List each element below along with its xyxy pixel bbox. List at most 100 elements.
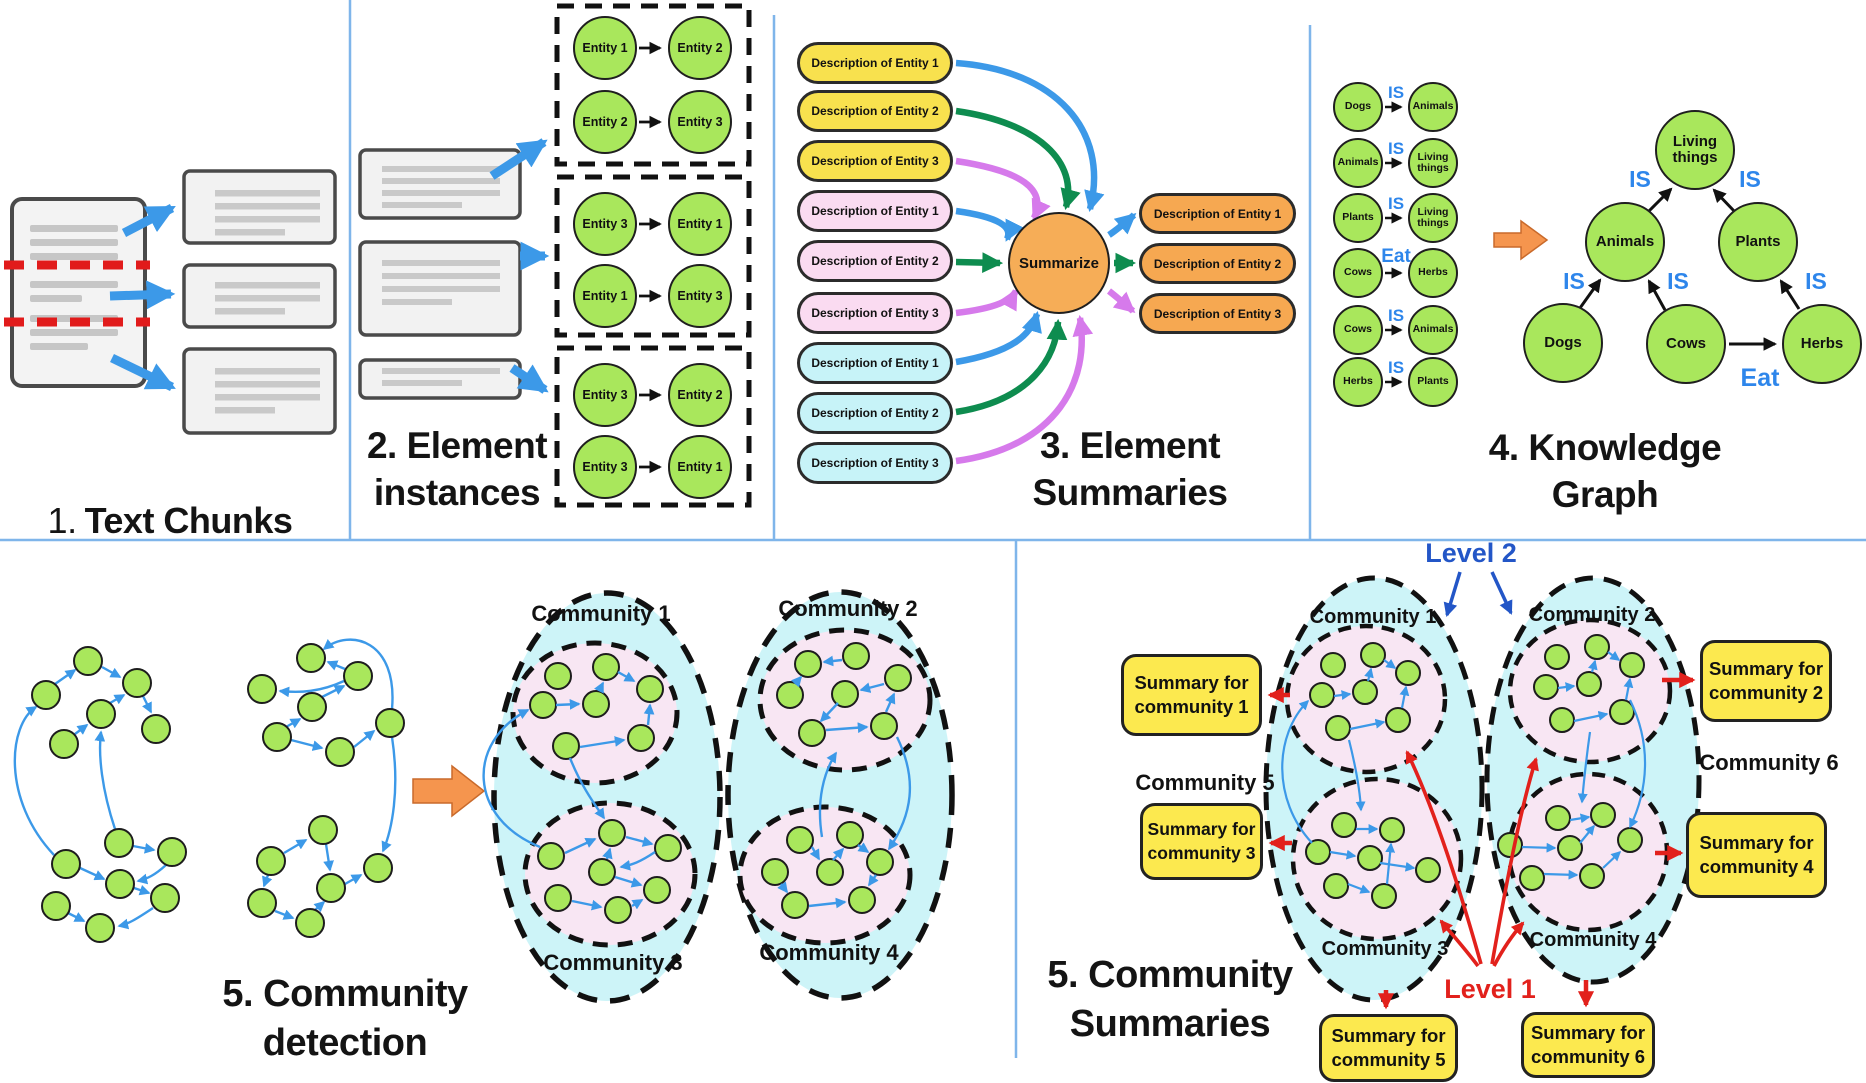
kg-pair-node: Animals <box>1333 138 1383 188</box>
kg-graph-node: Living things <box>1655 110 1735 190</box>
chunk-document-icons <box>182 169 337 435</box>
entity-description-pill: Description of Entity 1 <box>797 190 953 232</box>
community-label: Community 1 <box>1309 606 1437 628</box>
kg-pair-node: Animals <box>1408 82 1458 132</box>
kg-pair-node: Herbs <box>1408 248 1458 298</box>
community-label: Community 3 <box>543 950 683 975</box>
relation-label: IS <box>1387 83 1405 102</box>
entity-description-pill: Description of Entity 2 <box>797 90 953 132</box>
entity-description-pill: Description of Entity 1 <box>797 342 953 384</box>
community-summary-box: Summary for community 3 <box>1140 803 1263 880</box>
level2-pointer-arrows <box>1443 571 1513 618</box>
edge-label: IS <box>1805 268 1827 294</box>
section5b-title: 5. Community Summaries <box>1047 954 1293 1045</box>
kg-pair-node: Dogs <box>1333 82 1383 132</box>
raw-graph-nodes <box>31 643 405 943</box>
section1-text-chunks-graphics <box>4 169 337 435</box>
community-nodes <box>529 642 912 924</box>
entity-node: Entity 3 <box>573 192 637 256</box>
entity-description-pill: Description of Entity 3 <box>797 292 953 334</box>
kg-pair-node: Living things <box>1408 193 1458 243</box>
entity-description-pill: Description of Entity 3 <box>797 442 953 484</box>
community-node-arrows <box>482 655 912 911</box>
entity-node: Entity 1 <box>573 264 637 328</box>
entity-node: Entity 3 <box>573 435 637 499</box>
community-label: Community 2 <box>778 596 918 621</box>
kg-graph-node: Cows <box>1646 304 1726 384</box>
entity-description-pill: Description of Entity 1 <box>797 42 953 84</box>
entity-node: Entity 3 <box>573 363 637 427</box>
section5a-title: 5. Community detection <box>222 973 468 1064</box>
section3-title: 3. Element Summaries <box>1032 425 1229 514</box>
kg-pair-node: Animals <box>1408 305 1458 355</box>
kg-graph-node: Plants <box>1718 202 1798 282</box>
section3-summarize-arrows <box>955 59 1137 465</box>
raw-graph-arrows <box>13 638 397 930</box>
relation-label: Eat <box>1381 246 1411 267</box>
summary-arrows <box>1267 671 1696 1010</box>
level1-pointer-arrows <box>1405 750 1539 968</box>
entity-node: Entity 2 <box>573 90 637 154</box>
community-label: Community 3 <box>1321 938 1449 960</box>
summary-description-pill: Description of Entity 1 <box>1139 193 1296 234</box>
section5a-community-detection-graphics <box>13 589 955 1004</box>
entity-description-pill: Description of Entity 2 <box>797 392 953 434</box>
kg-pair-node: Plants <box>1408 357 1458 407</box>
edge-label: IS <box>1739 166 1761 192</box>
kg-pair-node: Herbs <box>1333 357 1383 407</box>
relation-label: IS <box>1387 139 1405 158</box>
community-label: Community 4 <box>1529 929 1657 951</box>
edge-label: IS <box>1629 166 1651 192</box>
kg-pair-node: Living things <box>1408 138 1458 188</box>
community-label: Community 1 <box>531 601 671 626</box>
level2-label: Level 2 <box>1425 538 1517 568</box>
kg-pair-node: Cows <box>1333 248 1383 298</box>
kg-graph-node: Dogs <box>1523 303 1603 383</box>
section1-arrows <box>109 204 176 392</box>
section1-title-number: 1. <box>47 500 78 542</box>
edge-label: IS <box>1667 268 1689 294</box>
community-label: Community 4 <box>759 940 899 965</box>
entity-node: Entity 1 <box>573 16 637 80</box>
outer-community-label: Community 5 <box>1135 770 1275 795</box>
detect-block-arrow <box>412 764 486 818</box>
edge-label: IS <box>1563 268 1585 294</box>
section5b-community-summaries-graphics <box>1263 571 1702 1010</box>
summary-description-pill: Description of Entity 3 <box>1139 293 1296 334</box>
section-dividers <box>0 0 1866 1058</box>
entity-node: Entity 3 <box>668 90 732 154</box>
edge-label: Eat <box>1740 364 1780 392</box>
kg-pair-node: Cows <box>1333 305 1383 355</box>
community-summary-box: Summary for community 6 <box>1521 1012 1655 1078</box>
community-summary-box: Summary for community 2 <box>1700 640 1832 722</box>
entity-description-pill: Description of Entity 2 <box>797 240 953 282</box>
entity-node: Entity 1 <box>668 192 732 256</box>
community-node-arrows <box>1281 651 1647 894</box>
entity-node: Entity 2 <box>668 363 732 427</box>
relation-label: IS <box>1387 194 1405 213</box>
community-summary-box: Summary for community 1 <box>1121 654 1262 736</box>
section2-title: 2. Element instances <box>366 425 548 514</box>
entity-node: Entity 1 <box>668 435 732 499</box>
relation-label: IS <box>1387 306 1405 325</box>
chunk-document-icons <box>358 148 522 400</box>
level1-label: Level 1 <box>1444 974 1536 1004</box>
entity-node: Entity 2 <box>668 16 732 80</box>
kg-graph-node: Animals <box>1585 202 1665 282</box>
outer-community-label: Community 6 <box>1699 750 1839 775</box>
relation-label: IS <box>1387 358 1405 377</box>
transform-block-arrow <box>1493 219 1549 261</box>
entity-description-pill: Description of Entity 3 <box>797 140 953 182</box>
section1-title-text: Text Chunks <box>84 500 293 542</box>
section4-knowledge-graph-graphics <box>1385 101 1801 388</box>
entity-relation-arrows <box>639 41 662 474</box>
community-summary-box: Summary for community 5 <box>1319 1014 1458 1082</box>
section4-title: 4. Knowledge Graph <box>1488 427 1722 516</box>
entity-node: Entity 3 <box>668 264 732 328</box>
section2-arrows <box>489 138 550 394</box>
community-label: Community 2 <box>1528 604 1656 626</box>
kg-pair-node: Plants <box>1333 193 1383 243</box>
section1-title: 1.Text Chunks <box>20 452 320 544</box>
graph-edges <box>1578 187 1801 351</box>
